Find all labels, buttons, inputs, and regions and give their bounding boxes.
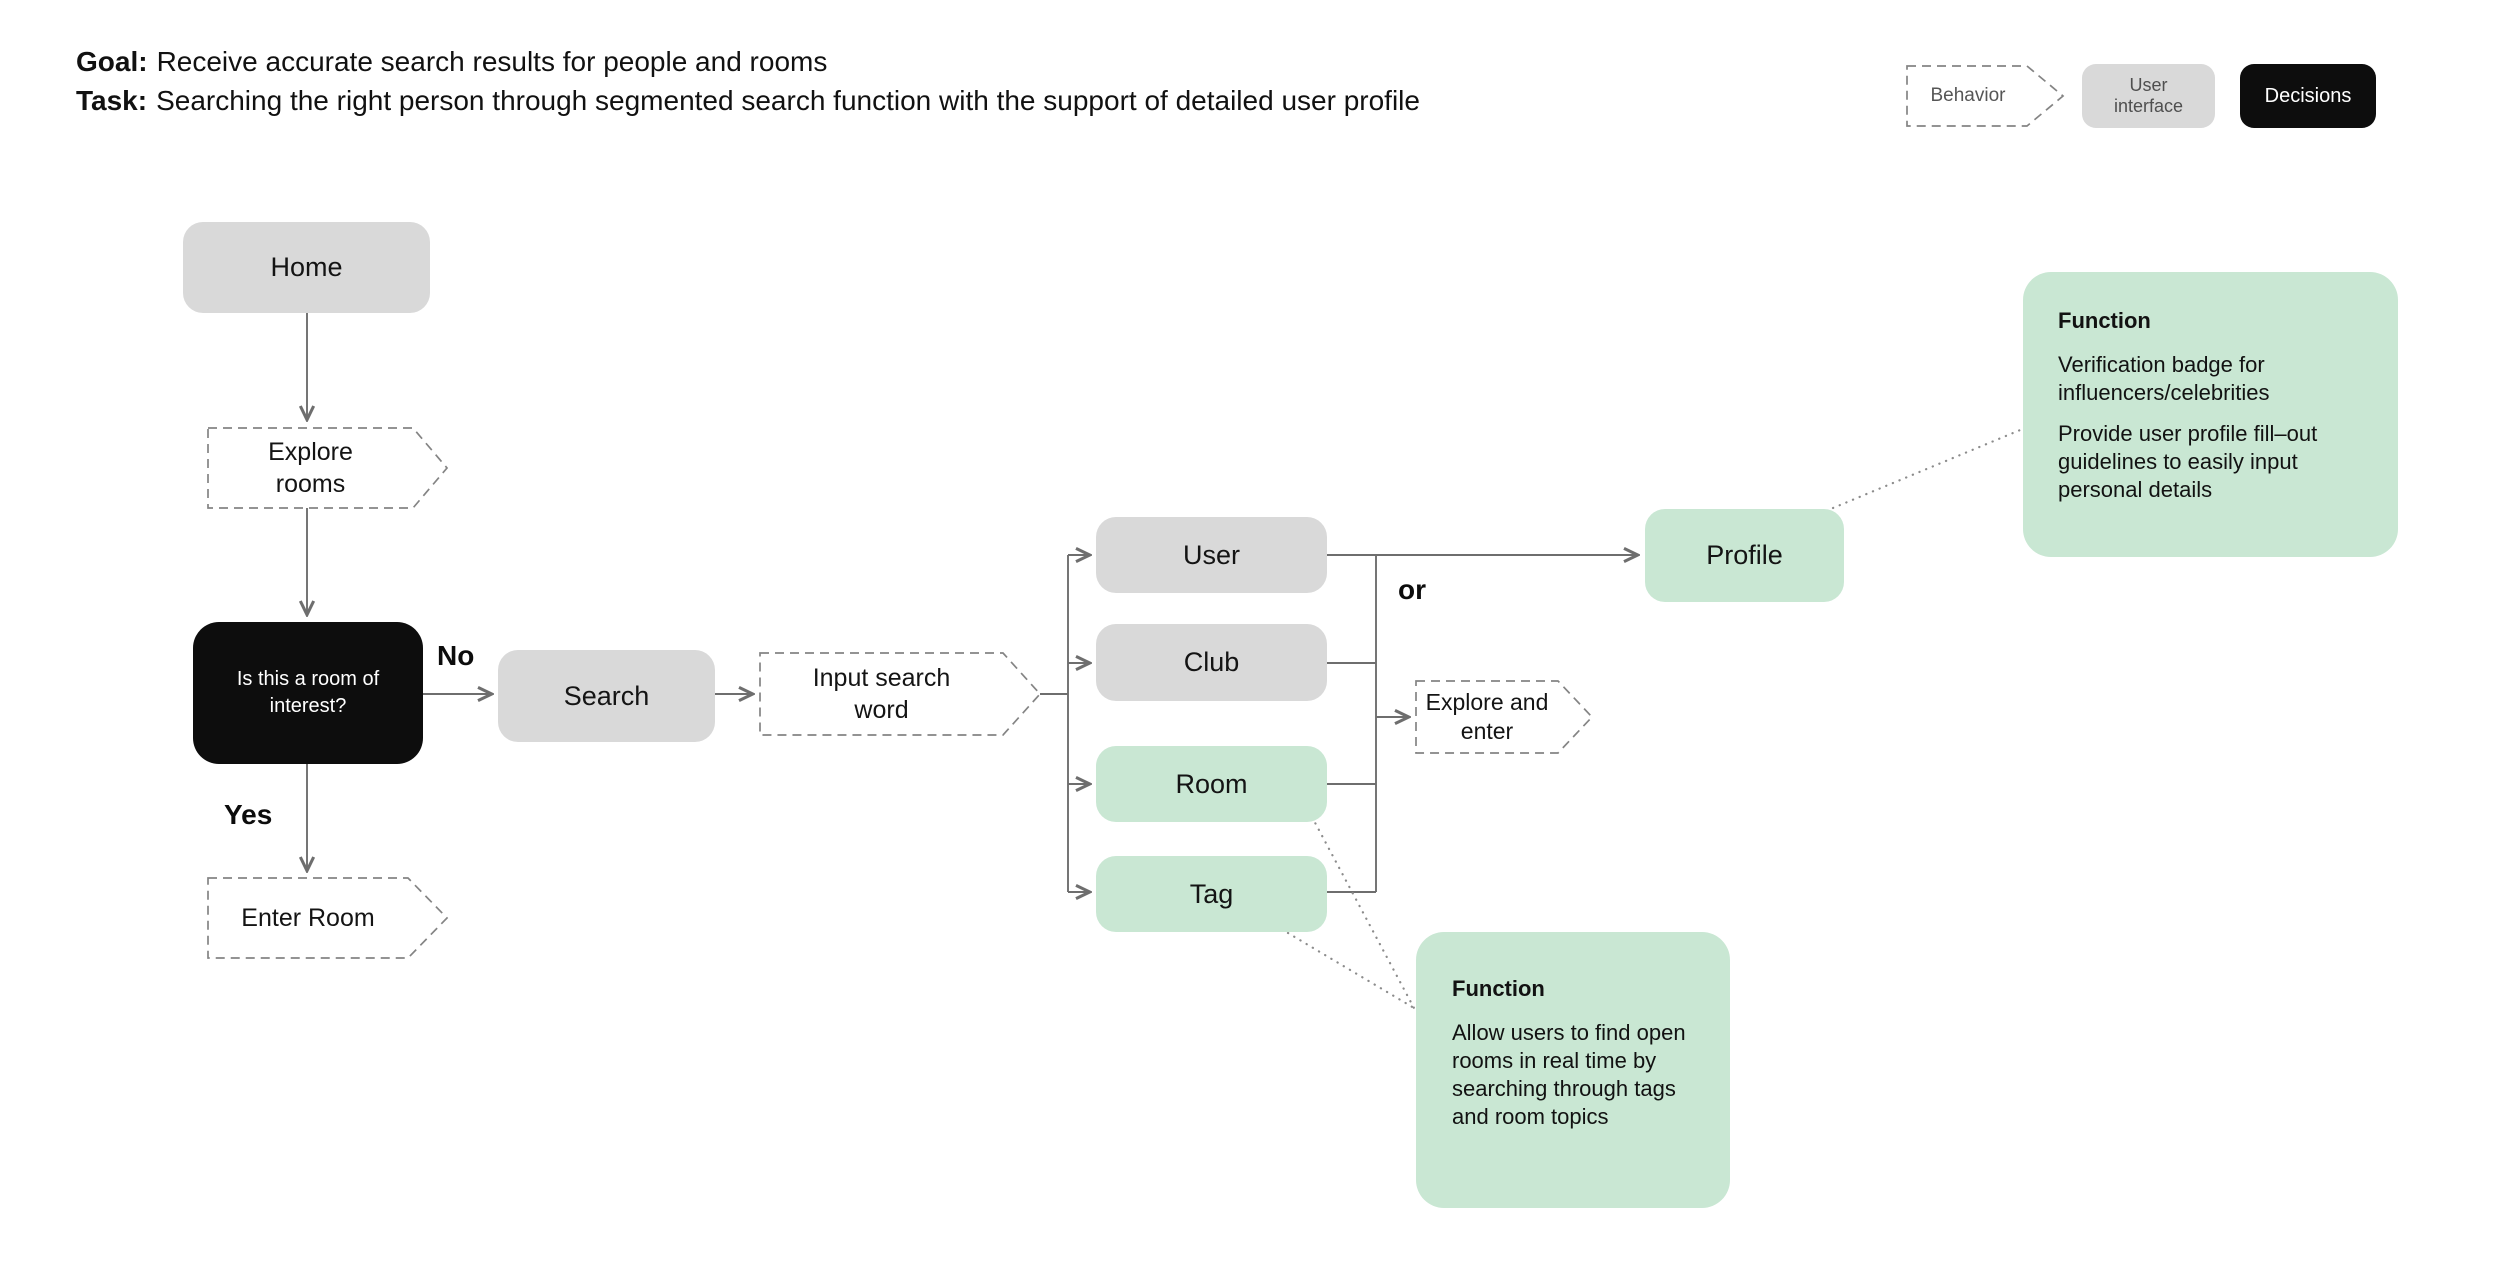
goal-label: Goal: — [76, 46, 148, 77]
goal-line: Goal: Receive accurate search results for… — [76, 42, 1420, 81]
pennant-explore-enter-shape — [1415, 680, 1594, 754]
dotted-link-room-to-function — [1310, 815, 1416, 1010]
function-card-rooms: Function Allow users to find open rooms … — [1416, 932, 1730, 1208]
label-yes: Yes — [224, 799, 273, 830]
pennant-input-search-word: Input search word — [812, 664, 951, 724]
label-or: or — [1398, 574, 1426, 605]
task-line: Task: Searching the right person through … — [76, 81, 1420, 120]
task-text: Searching the right person through segme… — [156, 85, 1420, 116]
function-card-rooms-item: Allow users to find open rooms in real t… — [1452, 1020, 1686, 1129]
dotted-link-profile-to-function — [1831, 426, 2027, 510]
node-decision-room-of-interest: Is this a room of interest? — [193, 622, 423, 764]
pennant-enter-room: Enter Room — [241, 903, 375, 932]
pennant-input-search-shape — [759, 652, 1042, 736]
node-profile: Profile — [1645, 509, 1844, 602]
pennant-explore-rooms: Explore rooms — [268, 438, 353, 498]
dotted-link-tag-to-function — [1286, 931, 1416, 1010]
node-home: Home — [183, 222, 430, 313]
pennant-enter-room-shape — [207, 877, 449, 959]
node-room: Room — [1096, 746, 1327, 822]
node-tag: Tag — [1096, 856, 1327, 932]
task-label: Task: — [76, 85, 148, 116]
node-search: Search — [498, 650, 715, 742]
header: Goal: Receive accurate search results for… — [76, 42, 1420, 120]
node-club: Club — [1096, 624, 1327, 701]
legend-behavior-shape — [1906, 65, 2065, 127]
label-no: No — [437, 640, 475, 671]
node-user: User — [1096, 517, 1327, 593]
goal-text: Receive accurate search results for peop… — [156, 46, 828, 77]
legend-user-interface: User interface — [2082, 64, 2215, 128]
legend-behavior-label: Behavior — [1930, 85, 2006, 106]
function-card-profile-item: Provide user profile fill–out guidelines… — [2058, 421, 2318, 502]
pennant-explore-and-enter: Explore and enter — [1425, 689, 1549, 744]
function-card-profile-title: Function — [2058, 308, 2151, 333]
function-card-profile: Function Verification badge for influenc… — [2023, 272, 2398, 557]
pennant-explore-rooms-shape — [207, 427, 449, 509]
legend-decisions: Decisions — [2240, 64, 2376, 128]
function-card-profile-item: Verification badge for influencers/celeb… — [2058, 352, 2270, 405]
function-card-rooms-title: Function — [1452, 976, 1545, 1001]
